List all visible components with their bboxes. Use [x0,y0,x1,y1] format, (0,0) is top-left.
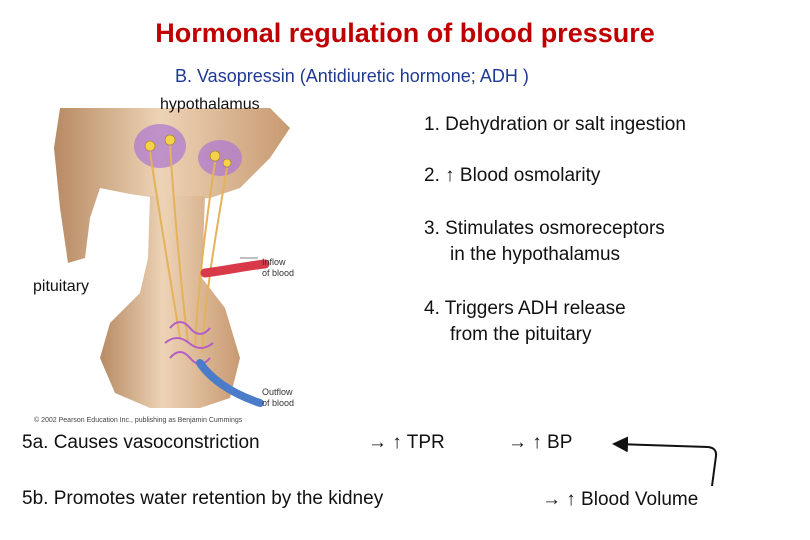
inflow-label-1: Inflow [262,257,286,267]
copyright-text: © 2002 Pearson Education Inc., publishin… [34,416,243,424]
effect-tpr: → ↑ TPR [368,432,445,453]
inflow-label-2: of blood [262,268,294,278]
effect-bp: → ↑ BP [508,432,573,453]
outflow-label-1: Outflow [262,387,293,397]
effect-vasoconstriction: 5a. Causes vasoconstriction [22,432,260,453]
hypothalamus-label: hypothalamus [160,96,260,113]
subtitle: B. Vasopressin (Antidiuretic hormone; AD… [175,66,529,86]
effect-blood-volume: → ↑ Blood Volume [542,489,699,510]
pituitary-gland [100,196,240,408]
hypothalamus-pituitary-illustration: Inflow of blood Outflow of blood © 2002 … [34,108,294,424]
effect-water-retention: 5b. Promotes water retention by the kidn… [22,488,384,509]
step-2: 2. ↑ Blood osmolarity [424,165,601,186]
nucleus-right [198,140,242,176]
inflow-vessel [200,259,270,278]
nucleus-left [134,124,186,168]
pituitary-label: pituitary [33,278,90,295]
outflow-label-2: of blood [262,398,294,408]
page-title: Hormonal regulation of blood pressure [155,18,655,48]
outflow-vessel [196,359,264,407]
neurosecretory-cells [144,134,232,168]
step-1: 1. Dehydration or salt ingestion [424,114,686,135]
feedback-arrow [612,436,718,487]
